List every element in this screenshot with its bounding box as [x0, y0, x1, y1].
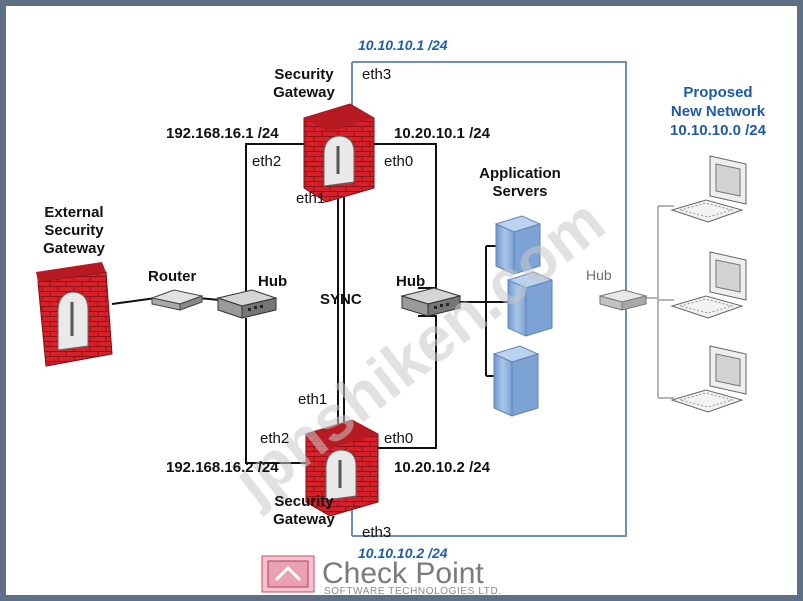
check-point-logo-icon	[261, 555, 315, 593]
top-eth2-label: eth2	[252, 153, 281, 170]
link-top-gw-hub	[370, 143, 437, 289]
top-external-ip: 192.168.16.1 /24	[166, 125, 279, 142]
external-gateway-firewall-icon	[36, 262, 113, 367]
top-eth0-label: eth0	[384, 153, 413, 170]
bottom-eth1-label: eth1	[298, 391, 327, 408]
logo-tagline: SOFTWARE TECHNOLOGIES LTD.	[324, 586, 502, 595]
diagram-canvas: jpnshiken.com External Security Gateway …	[36, 37, 767, 595]
right-hub-icon	[598, 289, 648, 311]
app-servers-label-1: Application	[479, 165, 561, 182]
new-network-label-2: New Network	[671, 103, 766, 120]
bottom-external-ip: 192.168.16.2 /24	[166, 459, 279, 476]
bottom-eth3-label: eth3	[362, 524, 391, 541]
external-gateway-label-2: Security	[44, 222, 104, 239]
bottom-gateway-firewall-icon	[305, 419, 379, 517]
top-gateway-label-2: Gateway	[273, 84, 335, 101]
top-gateway-firewall-icon	[303, 103, 375, 203]
new-network-label-1: Proposed	[683, 84, 752, 101]
sync-label: SYNC	[320, 291, 362, 308]
app-servers-label-2: Servers	[492, 183, 547, 200]
new-network-label-3: 10.10.10.0 /24	[670, 122, 767, 139]
router-label: Router	[148, 268, 196, 285]
top-eth1-label: eth1	[296, 190, 325, 207]
bottom-gateway-label-2: Gateway	[273, 511, 335, 528]
router-icon	[150, 289, 204, 311]
workstation-icon-2	[670, 251, 747, 319]
external-gateway-label-3: Gateway	[43, 240, 105, 257]
top-gateway-label-1: Security	[274, 66, 334, 83]
server-icon-3	[492, 345, 540, 417]
right-hub-label: Hub	[586, 267, 612, 283]
link-hub-top-gw	[245, 143, 308, 298]
network-diagram: jpnshiken.com External Security Gateway …	[6, 6, 797, 595]
left-hub-label: Hub	[258, 273, 287, 290]
link-extgw-router	[111, 297, 157, 305]
server-icon-2	[506, 271, 554, 337]
server-icon-1	[494, 215, 542, 275]
middle-hub-icon	[400, 287, 462, 317]
middle-hub-label: Hub	[396, 273, 425, 290]
link-hub-bottom-gw	[245, 318, 306, 464]
bottom-new-network-ip: 10.10.10.2 /24	[358, 545, 448, 561]
logo-brand: Check Point	[322, 557, 484, 590]
bottom-eth0-label: eth0	[384, 430, 413, 447]
workstation-icon-3	[670, 345, 747, 413]
left-hub-icon	[216, 289, 278, 319]
top-eth3-label: eth3	[362, 66, 391, 83]
top-new-network-ip: 10.10.10.1 /24	[358, 37, 448, 53]
external-gateway-label-1: External	[44, 204, 103, 221]
workstation-icon-1	[670, 155, 747, 223]
bottom-eth2-label: eth2	[260, 430, 289, 447]
bottom-gateway-label-1: Security	[274, 493, 334, 510]
bottom-internal-ip: 10.20.10.2 /24	[394, 459, 491, 476]
top-internal-ip: 10.20.10.1 /24	[394, 125, 491, 142]
